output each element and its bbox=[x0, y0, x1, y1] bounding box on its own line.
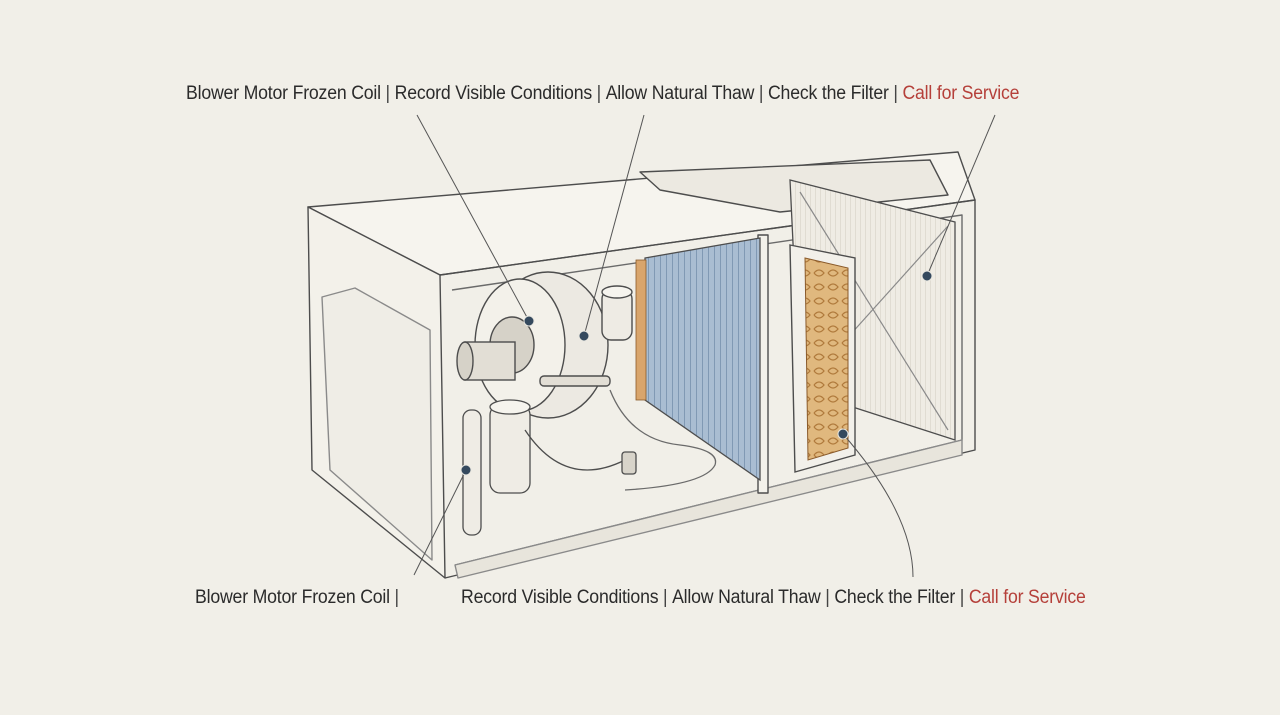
label-frozen-coil: Frozen Coil bbox=[292, 83, 381, 104]
label-blower-motor: Blower Motor bbox=[186, 83, 288, 104]
label-record-visible-conditions: Record Visible Conditions bbox=[461, 587, 659, 608]
evaporator-coil bbox=[635, 237, 761, 482]
bottom-right-label-row: Record Visible Conditions|Allow Natural … bbox=[461, 587, 1086, 609]
callout-lines bbox=[413, 114, 996, 578]
separator: | bbox=[663, 587, 668, 608]
separator: | bbox=[893, 83, 898, 104]
copper-coil bbox=[789, 244, 856, 473]
label-allow-natural-thaw: Allow Natural Thaw bbox=[605, 83, 755, 104]
label-allow-natural-thaw: Allow Natural Thaw bbox=[672, 587, 821, 608]
separator: | bbox=[596, 83, 602, 104]
separator: | bbox=[385, 83, 391, 104]
top-label-row: Blower Motor Frozen Coil|Record Visible … bbox=[186, 83, 1019, 105]
cabinet bbox=[307, 151, 976, 579]
bottom-left-label: Blower Motor Frozen Coil| bbox=[195, 587, 404, 609]
label-call-for-service: Call for Service bbox=[968, 587, 1086, 608]
separator: | bbox=[758, 83, 764, 104]
label-blower-motor: Blower Motor bbox=[195, 587, 297, 608]
label-call-for-service: Call for Service bbox=[902, 83, 1020, 104]
callout-dots bbox=[460, 270, 933, 476]
cabinet-floor bbox=[454, 439, 963, 579]
callout-dot-coil bbox=[837, 428, 849, 440]
separator: | bbox=[825, 587, 830, 608]
blower-assembly bbox=[456, 271, 633, 419]
label-check-the-filter: Check the Filter bbox=[767, 83, 889, 104]
callout-dot-filter bbox=[921, 270, 933, 282]
label-record-visible-conditions: Record Visible Conditions bbox=[394, 83, 593, 104]
separator: | bbox=[394, 587, 400, 608]
callout-dot-blower bbox=[523, 315, 535, 327]
callout-dot-motor bbox=[460, 464, 472, 476]
label-frozen-coil: Frozen Coil bbox=[301, 587, 390, 608]
side-cover-panel bbox=[321, 287, 433, 561]
label-check-the-filter: Check the Filter bbox=[834, 587, 956, 608]
lower-components bbox=[462, 389, 717, 536]
separator: | bbox=[959, 587, 965, 608]
callout-dot-blower-wheel bbox=[578, 330, 590, 342]
